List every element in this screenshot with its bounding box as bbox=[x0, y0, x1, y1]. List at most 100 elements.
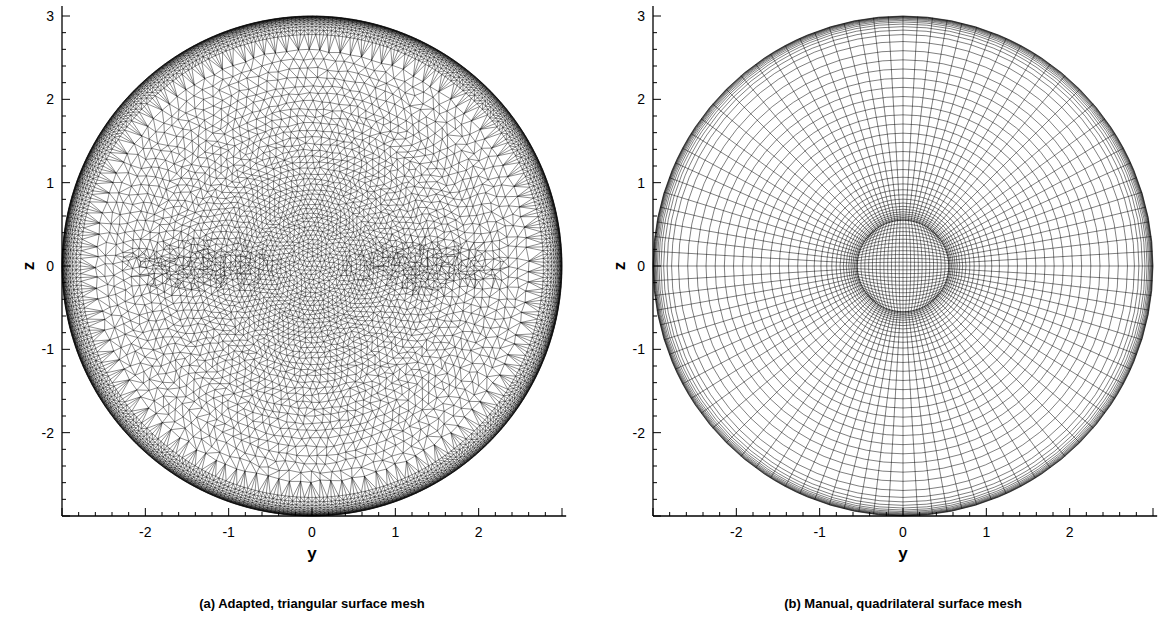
mesh-ring bbox=[807, 170, 1000, 363]
axis-line bbox=[919, 512, 920, 516]
tick-label: 1 bbox=[637, 176, 645, 190]
axis-line bbox=[128, 512, 129, 516]
mesh-line bbox=[861, 239, 945, 247]
tick-label: -2 bbox=[42, 426, 54, 440]
mesh-ring bbox=[659, 22, 1147, 510]
mesh-ring bbox=[697, 60, 1109, 472]
axis-line bbox=[1053, 512, 1054, 516]
axis-line bbox=[686, 512, 687, 516]
axis-line bbox=[395, 508, 396, 516]
mesh-ring bbox=[856, 219, 950, 313]
tick-label: -2 bbox=[730, 525, 742, 539]
mesh-ring bbox=[664, 27, 1143, 506]
axis-line bbox=[736, 508, 737, 516]
axis-line bbox=[803, 512, 804, 516]
axis-line bbox=[62, 149, 66, 150]
axis-line bbox=[653, 432, 661, 433]
axis-line bbox=[345, 512, 346, 516]
axis-line bbox=[195, 512, 196, 516]
mesh-line bbox=[917, 222, 923, 310]
axis-line bbox=[703, 512, 704, 516]
axis-title: z bbox=[611, 262, 628, 271]
mesh-ring bbox=[688, 51, 1119, 482]
axis-line bbox=[786, 512, 787, 516]
tick-label: 1 bbox=[46, 176, 54, 190]
mesh-ring bbox=[706, 69, 1100, 463]
axis-line bbox=[62, 66, 66, 67]
axis-line bbox=[328, 512, 329, 516]
axis-title: y bbox=[898, 545, 907, 562]
axis-line bbox=[412, 512, 413, 516]
axis-line bbox=[653, 182, 661, 183]
axis-line bbox=[62, 216, 66, 217]
axis-line bbox=[653, 382, 657, 383]
subfigure-caption: (b) Manual, quadrilateral surface mesh bbox=[784, 597, 1022, 610]
axis-line bbox=[512, 512, 513, 516]
axis-line bbox=[653, 499, 657, 500]
subfigure-caption: (a) Adapted, triangular surface mesh bbox=[199, 597, 425, 610]
axes bbox=[653, 6, 1157, 516]
mesh-ring bbox=[715, 78, 1091, 454]
mesh-ring bbox=[655, 18, 1150, 513]
axis-line bbox=[62, 508, 63, 516]
mesh-line bbox=[857, 266, 949, 267]
axis-line bbox=[62, 449, 66, 450]
mesh-ring bbox=[840, 203, 966, 329]
axis-line bbox=[653, 116, 657, 117]
tick-label: 0 bbox=[637, 259, 645, 273]
axis-line bbox=[653, 266, 661, 267]
axis-line bbox=[62, 132, 66, 133]
mesh-line bbox=[922, 224, 930, 308]
axis-line bbox=[95, 512, 96, 516]
quadrilateral-mesh bbox=[653, 16, 1153, 516]
axis-line bbox=[62, 416, 66, 417]
mesh-ring bbox=[789, 152, 1018, 381]
axis-line bbox=[462, 512, 463, 516]
mesh-line bbox=[908, 220, 910, 311]
axis-line bbox=[769, 512, 770, 516]
axis-line bbox=[653, 282, 657, 283]
axis-line bbox=[278, 512, 279, 516]
axis-line bbox=[653, 99, 661, 100]
mesh-ring bbox=[654, 17, 1152, 515]
axis-line bbox=[653, 449, 657, 450]
axis-title: y bbox=[307, 545, 316, 562]
mesh-line bbox=[935, 234, 948, 299]
tick-label: -1 bbox=[222, 525, 234, 539]
axis-line bbox=[78, 512, 79, 516]
tick-label: 3 bbox=[46, 9, 54, 23]
axis-line bbox=[62, 182, 70, 183]
axis-line bbox=[478, 508, 479, 516]
mesh-ring bbox=[849, 212, 958, 321]
axis-line bbox=[62, 482, 66, 483]
tick-label: -2 bbox=[139, 525, 151, 539]
axis-line bbox=[162, 512, 163, 516]
axis-line bbox=[112, 512, 113, 516]
axis-line bbox=[653, 216, 657, 217]
axis-line bbox=[312, 508, 313, 516]
mesh-ring bbox=[672, 35, 1135, 498]
axis-line bbox=[1153, 508, 1154, 516]
axis-line bbox=[62, 49, 66, 50]
mesh-ring bbox=[770, 133, 1036, 399]
axis-line bbox=[62, 466, 66, 467]
axis-line bbox=[653, 416, 657, 417]
axis-line bbox=[653, 508, 654, 516]
axis-line bbox=[669, 512, 670, 516]
axis-line bbox=[1036, 512, 1037, 516]
axis-line bbox=[62, 266, 70, 267]
axis-line bbox=[1003, 512, 1004, 516]
axis-line bbox=[262, 512, 263, 516]
axis-line bbox=[62, 199, 66, 200]
mesh-ring bbox=[836, 199, 970, 333]
mesh-line bbox=[919, 223, 926, 309]
mesh-ring bbox=[734, 97, 1073, 436]
axis-line bbox=[936, 512, 937, 516]
axis-line bbox=[362, 512, 363, 516]
axis-line bbox=[653, 132, 657, 133]
tick-label: 2 bbox=[475, 525, 483, 539]
axis-line bbox=[62, 82, 66, 83]
axis-line bbox=[62, 332, 66, 333]
axis-line bbox=[62, 116, 66, 117]
axis-line bbox=[1119, 512, 1120, 516]
